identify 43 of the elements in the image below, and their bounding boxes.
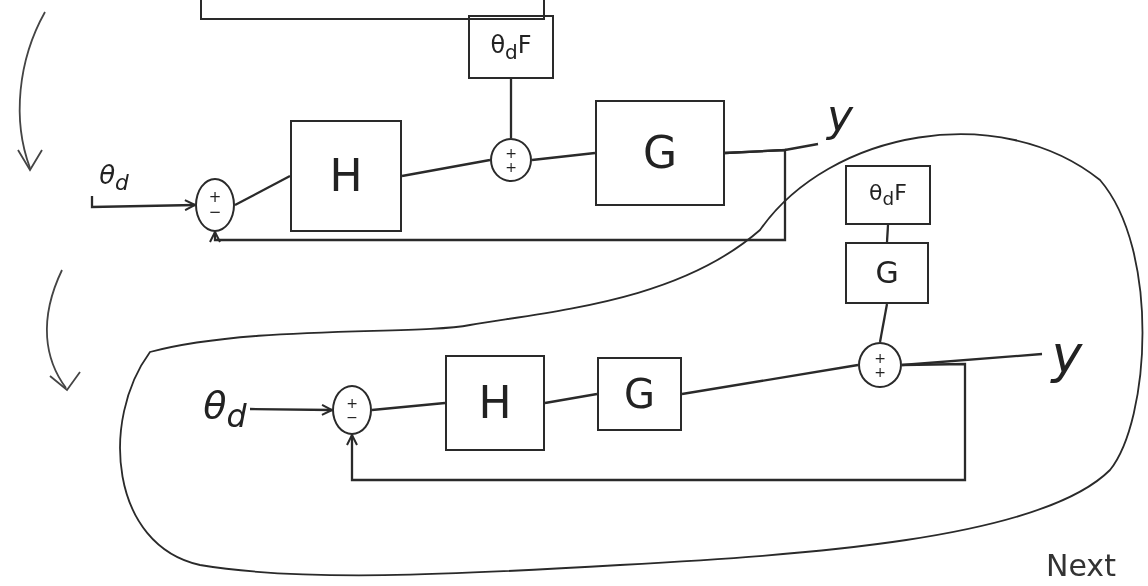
signal-line [371, 401, 446, 412]
block-box [845, 242, 929, 304]
block-box [468, 15, 554, 79]
signal-line [544, 392, 598, 405]
summing-junction [490, 138, 532, 182]
block-label: G [624, 374, 655, 414]
sign-label: + [346, 396, 358, 410]
summing-junction [195, 178, 235, 232]
block-box [597, 357, 682, 431]
block-label: H [329, 154, 363, 198]
sign-label: − [346, 410, 358, 424]
signal-line [234, 175, 291, 206]
signal-line [878, 303, 889, 343]
sign-label: + [874, 351, 886, 365]
sign-label: + [505, 160, 517, 174]
summing-junction [332, 385, 372, 435]
sign-label: + [874, 365, 886, 379]
signal-line [509, 79, 513, 138]
signal-arrow [209, 148, 787, 243]
note-text: Next [1046, 548, 1116, 583]
signal-label: θ$_{d}$ [99, 162, 129, 194]
signal-line [401, 158, 491, 178]
signal-label: y [826, 94, 853, 138]
signal-line [681, 363, 859, 396]
block-box [595, 100, 725, 206]
signal-arrow [250, 403, 333, 416]
signal-line [531, 151, 596, 162]
sign-label: + [505, 146, 517, 160]
signal-label: θ$_{d}$ [203, 385, 247, 433]
block-box [290, 120, 402, 232]
block-label: H [478, 381, 512, 425]
sign-label: + [208, 190, 222, 205]
sign-label: − [208, 205, 222, 220]
signal-arrow [90, 196, 196, 212]
block-box [845, 165, 931, 225]
signal-line [885, 224, 890, 243]
block-box [445, 355, 545, 451]
block-label: G [642, 131, 678, 175]
block-label: θ$_{d}$F [490, 32, 532, 62]
summing-junction [858, 342, 902, 388]
block-label: θ$_{d}$F [869, 181, 907, 209]
signal-arrow [346, 362, 967, 482]
block-label: G [875, 258, 899, 288]
